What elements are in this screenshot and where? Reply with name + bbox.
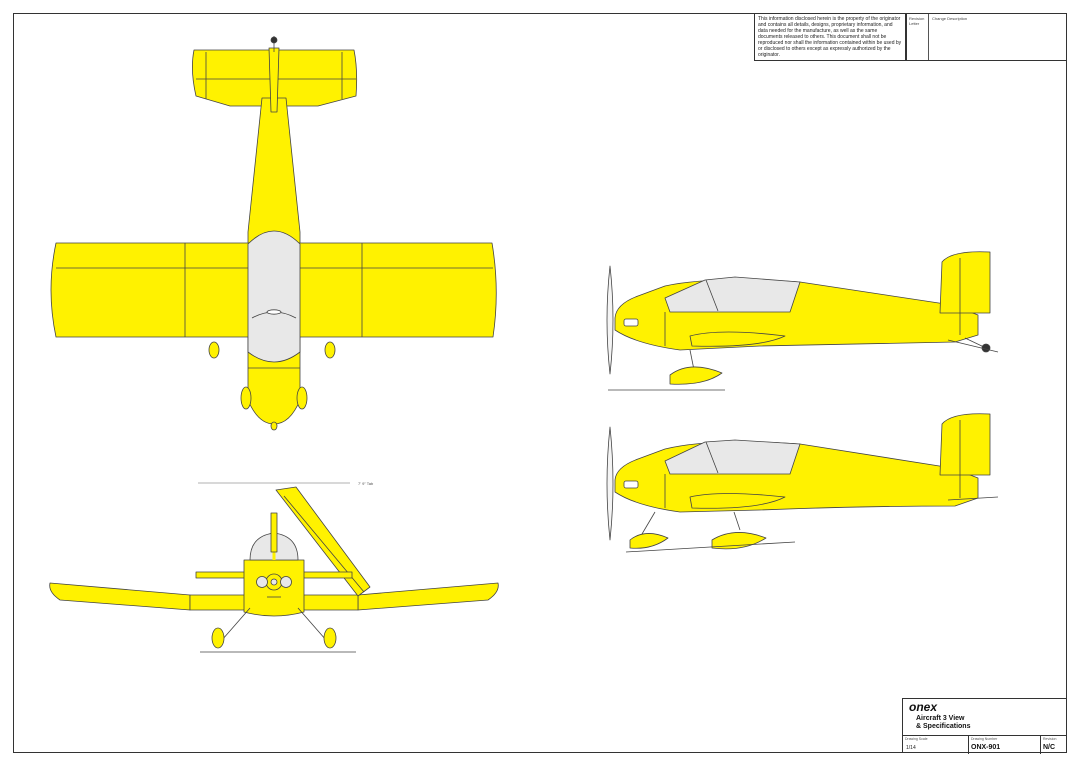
span-dimension: 7' 9" Tab: [358, 481, 374, 486]
revision-block: Revision Letter Change Description: [906, 13, 1067, 61]
side-view-tailwheel: [606, 251, 999, 391]
revision-value: N/C: [1043, 744, 1056, 751]
drawing-number-label: Drawing Number: [971, 737, 998, 741]
revision-cell: Revision N/C: [1041, 736, 1068, 754]
proprietary-notice-text: This information disclosed herein is the…: [758, 16, 902, 58]
top-view: [50, 36, 497, 431]
front-view: [49, 482, 499, 653]
drawing-number-value: ONX-901: [971, 744, 1001, 751]
scale-cell: Drawing Scale 1/14: [903, 736, 969, 754]
side-view-tricycle: [606, 413, 999, 553]
company-logo: onex: [909, 700, 938, 714]
drawing-number-cell: Drawing Number ONX-901: [969, 736, 1041, 754]
revision-description-header: Change Description: [932, 16, 968, 21]
title-block: onex Aircraft 3 View & Specifications Dr…: [902, 698, 1067, 754]
scale-label: Drawing Scale: [905, 737, 928, 741]
proprietary-notice: This information disclosed herein is the…: [754, 13, 906, 61]
scale-value: 1/14: [906, 745, 916, 751]
drawing-title-line1: Aircraft 3 View: [916, 715, 965, 722]
revision-label: Revision: [1043, 737, 1057, 741]
drawing-title-line2: & Specifications: [916, 723, 971, 730]
drawing-border: [13, 13, 1067, 753]
revision-letter-header: Revision Letter: [907, 14, 929, 60]
title-block-info-row: Drawing Scale 1/14 Drawing Number ONX-90…: [903, 735, 1066, 754]
